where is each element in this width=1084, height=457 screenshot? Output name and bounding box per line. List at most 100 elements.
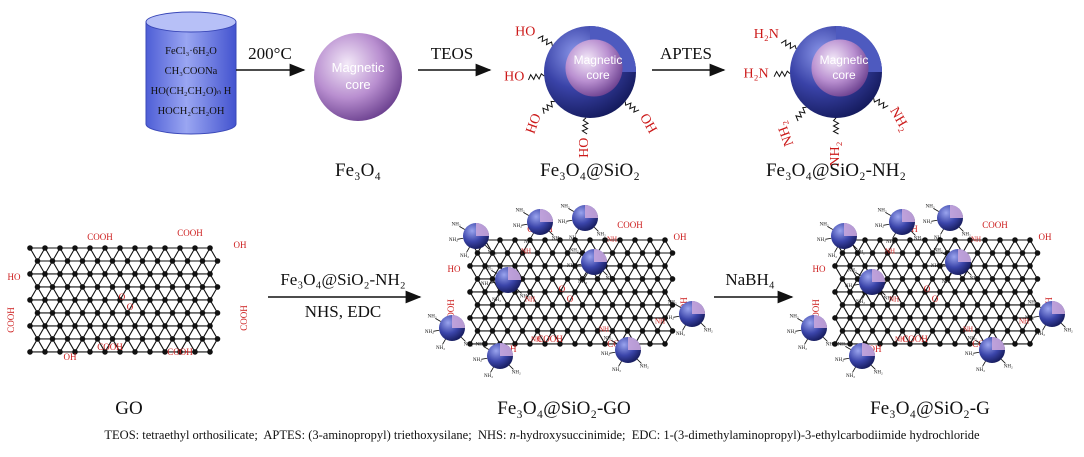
mini-nh2: NH₂ — [965, 352, 974, 357]
caption-nhs-rest: -hydroxysuccinimide; — [515, 428, 626, 442]
oxygen-group-9: O — [924, 284, 931, 294]
mini-nh2: NH₂ — [790, 315, 799, 320]
oxygen-group-2: OH — [234, 240, 247, 250]
amide-nh-2: NH — [889, 296, 899, 304]
mini-nh2: NH₂ — [436, 346, 445, 351]
oxygen-group-5: OH — [64, 352, 77, 362]
mini-nh2: NH₂ — [926, 205, 935, 210]
mini-nh2: NH₂ — [704, 328, 713, 333]
mini-nh2: NH₂ — [835, 358, 844, 363]
mini-nh2: NH₂ — [934, 249, 943, 254]
mini-nh2: NH₂ — [828, 254, 837, 259]
oxygen-group-3: HO — [813, 264, 826, 274]
mini-nh2: NH₂ — [845, 284, 854, 289]
mini-nh2: NH₂ — [970, 276, 979, 281]
step-label-teos: TEOS — [430, 44, 474, 63]
oxygen-group-4: COOH — [446, 299, 456, 325]
mini-nh2: NH₂ — [1064, 328, 1073, 333]
oxygen-group-10: O — [932, 294, 939, 304]
amide-nh-4: NH — [895, 336, 905, 344]
mini-nh2: NH₂ — [968, 337, 977, 342]
mini-nh2: NH₂ — [612, 368, 621, 373]
amine-group-4: NH₂ — [886, 105, 912, 134]
oxygen-group-6: COOH — [97, 342, 123, 352]
amine-group-2: NH₂ — [775, 119, 798, 148]
svg-text:Magnetic: Magnetic — [332, 60, 385, 75]
amide-nh-1: NH — [607, 236, 617, 244]
oxygen-group-3: HO — [8, 272, 21, 282]
mini-nh2: NH₂ — [875, 224, 884, 229]
mini-nh2: NH₂ — [476, 343, 485, 348]
oxygen-group-9: O — [559, 284, 566, 294]
svg-text:Magnetic: Magnetic — [820, 53, 869, 67]
amide-nh-0: NH — [885, 248, 895, 256]
svg-text:Magnetic: Magnetic — [574, 53, 623, 67]
hydroxyl-group-4: OH — [636, 111, 659, 136]
caption-nhs-italic: n — [509, 428, 516, 442]
mini-nh2: NH₂ — [513, 224, 522, 229]
product-fe3o4-sio2-g: Fe₃O₄@SiO₂-G — [870, 398, 990, 419]
mini-nh2: NH₂ — [570, 249, 579, 254]
mini-nh2: NH₂ — [601, 352, 610, 357]
mini-nh2: NH₂ — [597, 232, 606, 237]
composite-go-sheet: COOHCOOHOHHOCOOHOHCOOHCOOHCOOHOONH₂NH₂NH… — [425, 205, 713, 379]
mini-nh2: NH₂ — [524, 240, 533, 245]
product-fe3o4: Fe₃O₄ — [335, 160, 381, 181]
mini-nh2: NH₂ — [942, 280, 951, 285]
mini-nh2: NH₂ — [820, 223, 829, 228]
mini-nh2: NH₂ — [676, 332, 685, 337]
oxygen-group-2: OH — [674, 232, 687, 242]
mini-nh2: NH₂ — [569, 236, 578, 241]
mini-nh2: NH₂ — [464, 342, 473, 347]
amide-nh-3: NH — [1019, 318, 1029, 326]
oxygen-group-10: O — [127, 302, 134, 312]
oxygen-group-1: COOH — [982, 220, 1008, 230]
mini-nh2: NH₂ — [425, 330, 434, 335]
mini-nh2: NH₂ — [1025, 316, 1034, 321]
caption-aptes: APTES: (3-aminopropyl) triethoxysilane; — [263, 428, 472, 442]
mini-nh2: NH₂ — [484, 374, 493, 379]
magnetic-core-sphere: Magnetic core — [314, 33, 402, 121]
mini-nh2: NH₂ — [512, 370, 521, 375]
caption-edc: EDC: 1-(3-dimethylaminopropyl)-3-ethylca… — [631, 428, 980, 442]
mini-nh2: NH₂ — [606, 276, 615, 281]
mini-nh2: NH₂ — [492, 298, 501, 303]
mini-nh2: NH₂ — [846, 374, 855, 379]
composite-g-sheet: COOHCOOHOHHOCOOHOHCOOHCOOHCOOHOONH₂NH₂NH… — [787, 205, 1073, 379]
amide-nh-5: NH — [963, 326, 973, 334]
mini-nh2: NH₂ — [665, 316, 674, 321]
mini-nh2: NH₂ — [976, 368, 985, 373]
amine-group-1: H₂N — [743, 66, 768, 81]
oxygen-group-6: COOH — [537, 334, 563, 344]
product-fe3o4-sio2-nh2: Fe₃O₄@SiO₂-NH₂ — [765, 160, 907, 181]
mini-nh2: NH₂ — [878, 209, 887, 214]
amine-group-0: H₂N — [754, 27, 779, 42]
amide-nh-1: NH — [971, 236, 981, 244]
oxygen-group-10: O — [567, 294, 574, 304]
reagent-cylinder: FeCl₃·6H₂O CH₃COONa HO(CH₂CH₂O)ₙ H HOCH₂… — [145, 11, 237, 135]
svg-text:core: core — [832, 68, 856, 82]
amide-nh-2: NH — [525, 296, 535, 304]
mini-nh2: NH₂ — [838, 343, 847, 348]
oxygen-group-5: OH — [869, 344, 882, 354]
abbreviation-caption: TEOS: tetraethyl orthosilicate; APTES: (… — [0, 428, 1084, 443]
reagent-ethylene-glycol: HOCH₂CH₂OH — [158, 106, 225, 117]
step-label-200c: 200°C — [248, 44, 292, 63]
oxygen-group-9: O — [119, 292, 126, 302]
amide-nh-3: NH — [655, 318, 665, 326]
mini-nh2: NH₂ — [558, 220, 567, 225]
hydroxyl-group-0: HO — [515, 25, 535, 40]
svg-text:core: core — [345, 77, 370, 92]
step-label-nabh4: NaBH₄ — [725, 270, 775, 289]
mini-nh2: NH₂ — [452, 223, 461, 228]
step-label-nhs-edc: NHS, EDC — [304, 302, 382, 321]
mini-nh2: NH₂ — [826, 342, 835, 347]
mini-nh2: NH₂ — [578, 280, 587, 285]
product-fe3o4-sio2-go: Fe₃O₄@SiO₂-GO — [497, 398, 631, 419]
mini-nh2: NH₂ — [1028, 301, 1037, 306]
mini-nh2: NH₂ — [1004, 364, 1013, 369]
step-label-coupling-reagent: Fe₃O₄@SiO₂-NH₂ — [280, 270, 406, 289]
